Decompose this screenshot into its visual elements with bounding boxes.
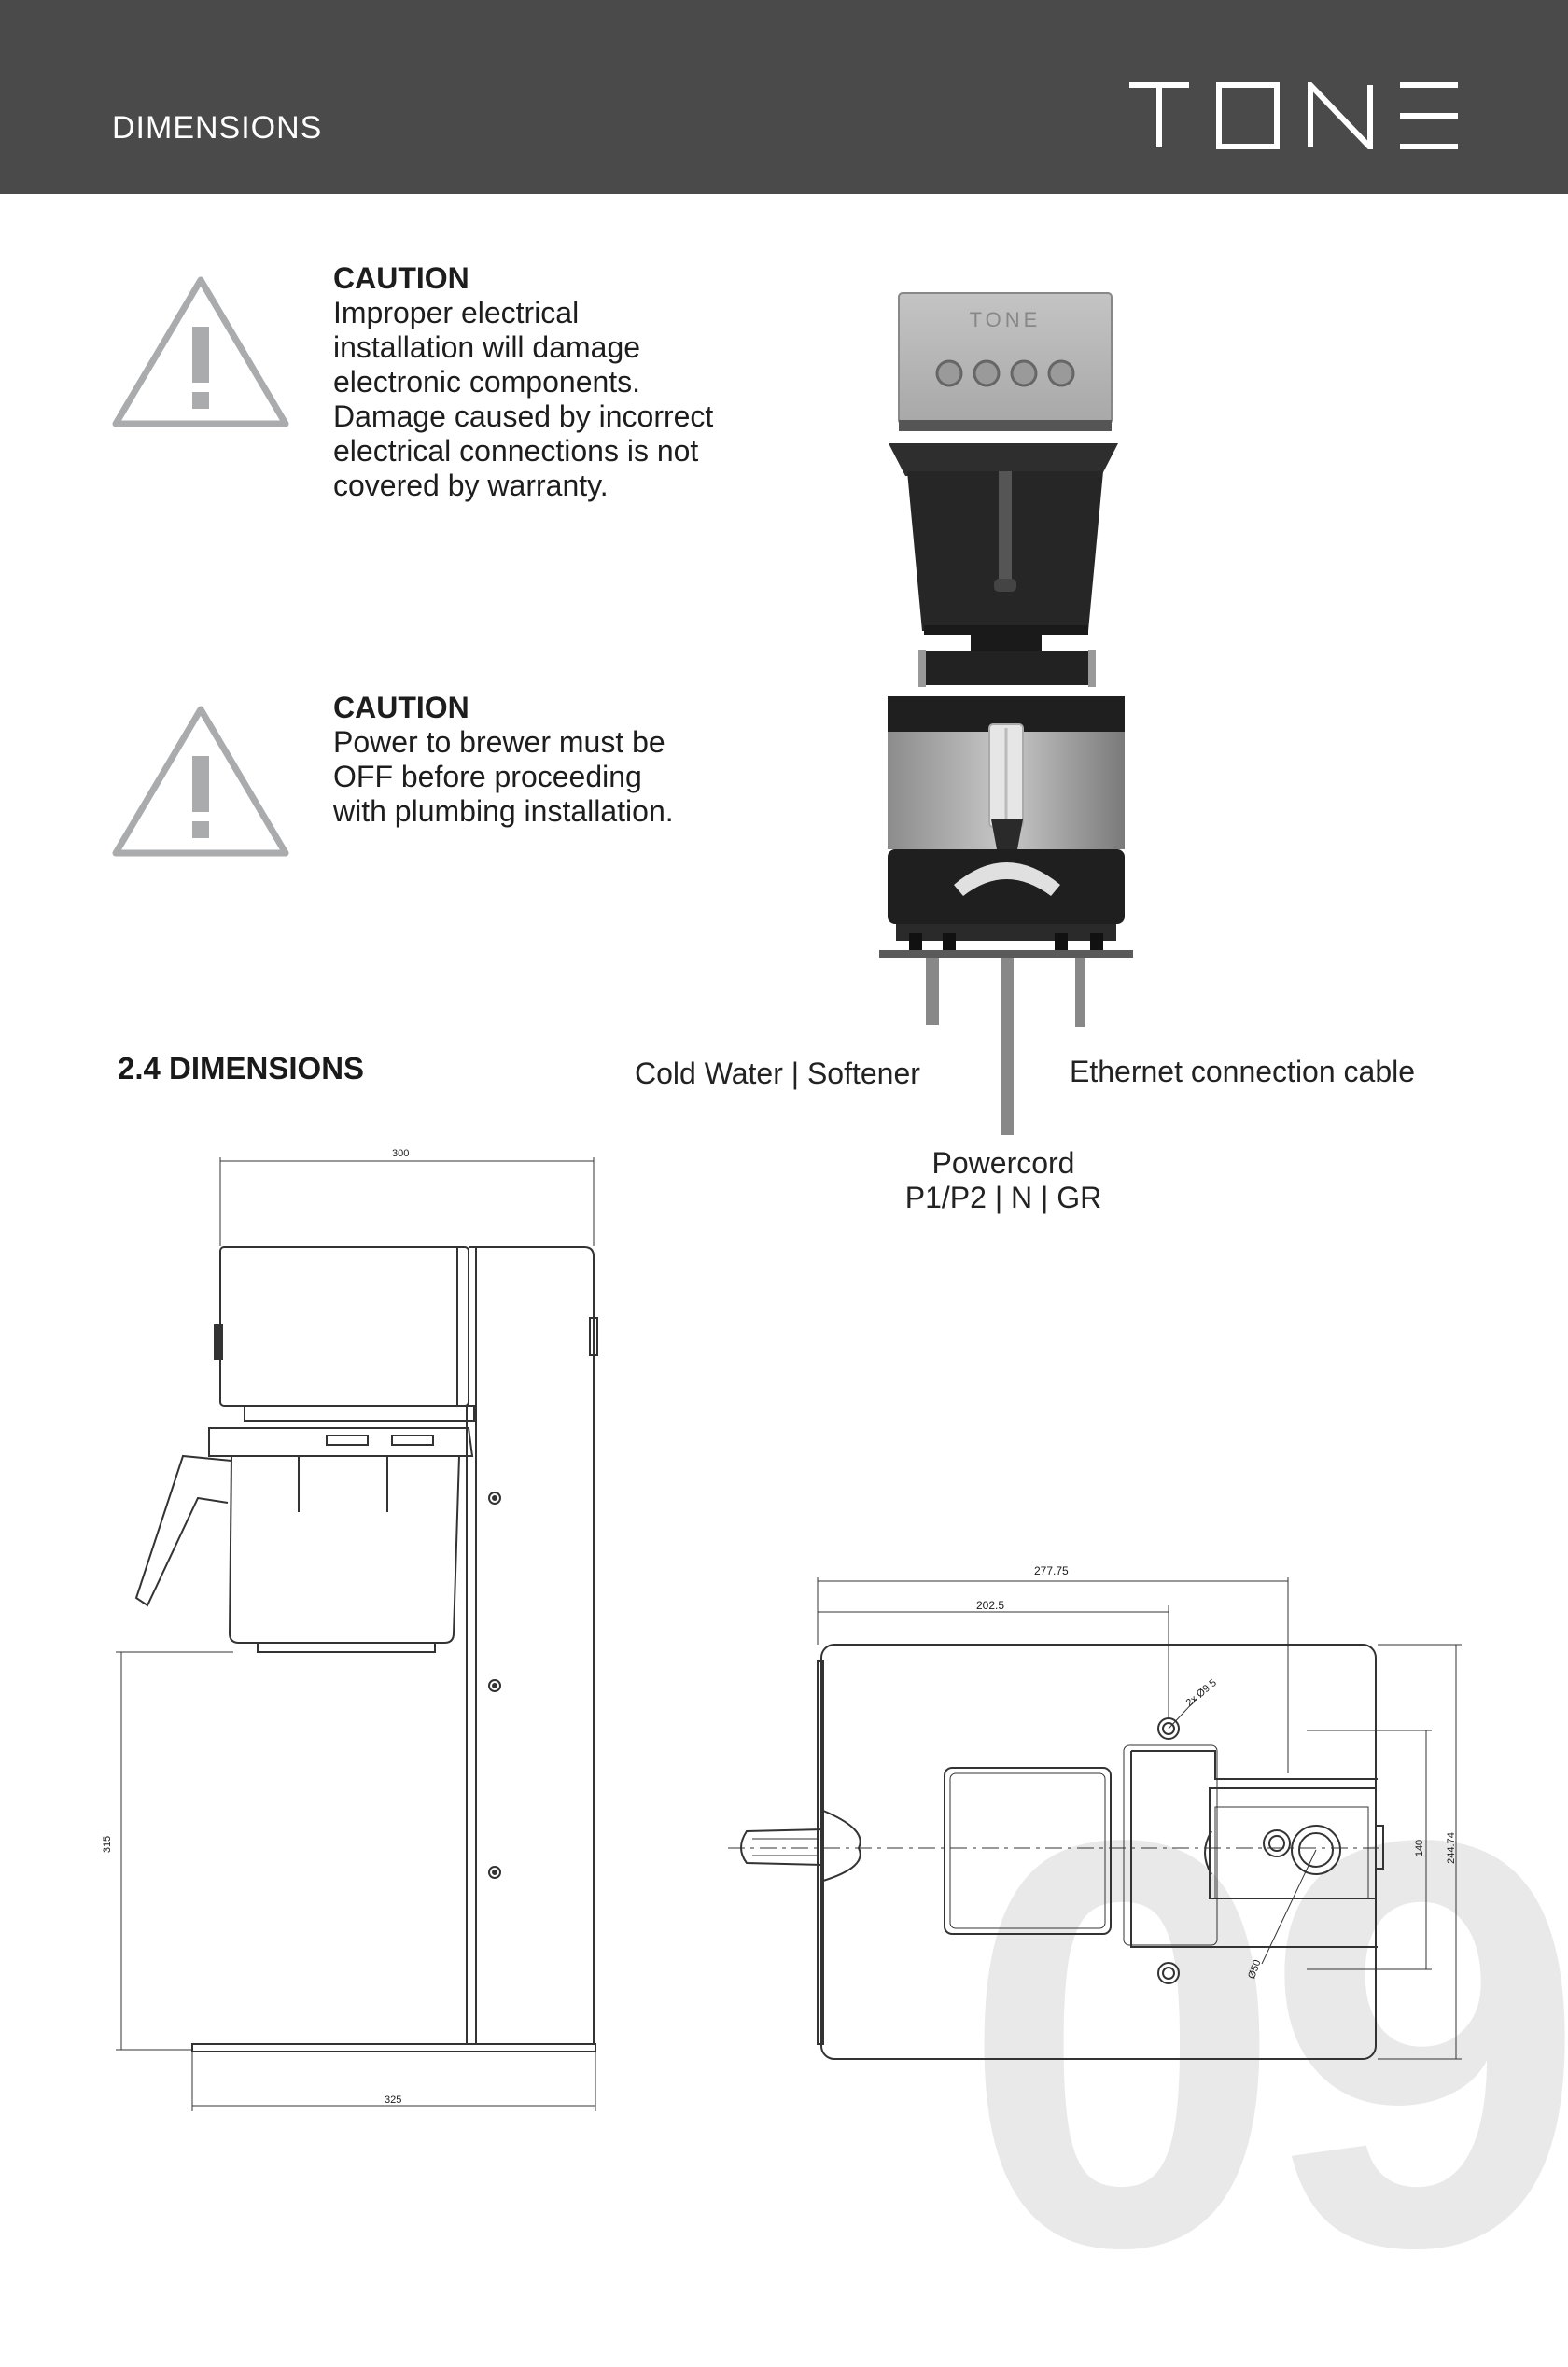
warning-triangle-icon xyxy=(112,706,289,857)
dim-top-width: 300 xyxy=(392,1148,410,1159)
dim-width-inner: 202.5 xyxy=(976,1599,1005,1612)
caution-block-electrical: CAUTION Improper electrical installation… xyxy=(333,261,713,503)
label-ethernet: Ethernet connection cable xyxy=(1070,1055,1416,1088)
bottom-view-drawing xyxy=(728,1577,1462,2060)
dim-width-outer: 277.75 xyxy=(1034,1564,1069,1577)
dim-base-width: 325 xyxy=(385,2094,402,2106)
caution-heading: CAUTION xyxy=(333,691,469,724)
page-header: DIMENSIONS xyxy=(0,0,1568,194)
label-cold-water: Cold Water | Softener xyxy=(635,1057,920,1090)
caution-block-power: CAUTION Power to brewer must be OFF befo… xyxy=(333,691,674,829)
dim-height-outer: 244.74 xyxy=(1445,1832,1457,1864)
label-powercord-title: Powercord xyxy=(931,1146,1075,1180)
side-view-drawing xyxy=(116,1157,598,2111)
section-heading: 2.4 DIMENSIONS xyxy=(118,1051,365,1085)
warning-triangle-icon xyxy=(112,276,289,427)
header-section-title: DIMENSIONS xyxy=(112,110,323,146)
tone-logo xyxy=(1129,82,1458,149)
dim-height-inner: 140 xyxy=(1414,1839,1426,1857)
caution-body: Improper electrical installation will da… xyxy=(333,296,714,502)
caution-body: Power to brewer must be OFF before proce… xyxy=(333,725,674,828)
label-powercord-wiring: P1/P2 | N | GR xyxy=(904,1181,1102,1214)
caution-heading: CAUTION xyxy=(333,261,469,295)
brewer-illustration: TONE xyxy=(879,292,1133,1135)
svg-text:TONE: TONE xyxy=(970,308,1042,331)
label-powercord: Powercord P1/P2 | N | GR xyxy=(896,1146,1111,1215)
